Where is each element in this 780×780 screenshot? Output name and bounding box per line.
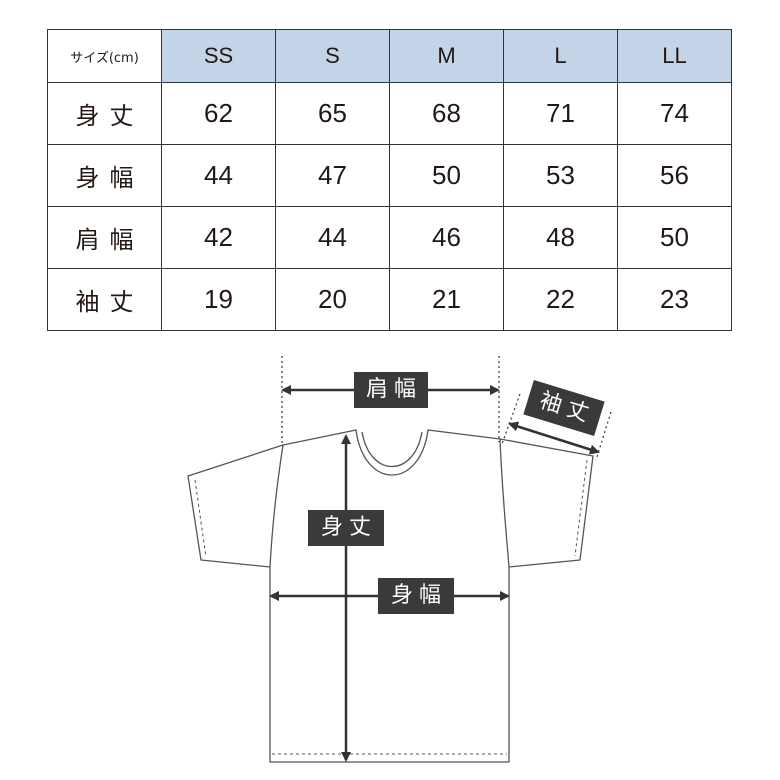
- left-cuff-stitch: [194, 479, 207, 558]
- table-cell: 53: [503, 144, 618, 207]
- table-row: 袖丈 19 20 21 22 23: [47, 268, 732, 331]
- body-width-label: 身幅: [378, 578, 454, 614]
- left-armhole-seam: [269, 444, 284, 568]
- table-cell: 65: [275, 82, 390, 145]
- row-label-shoulder-width: 肩幅: [47, 206, 162, 269]
- row-label-body-length: 身丈: [47, 82, 162, 145]
- size-table: サイズ(cm) SS S M L LL 身丈 62 65 68 71 74 身幅…: [47, 29, 732, 331]
- shoulder-width-label: 肩幅: [354, 372, 428, 408]
- collar-rib: [361, 431, 423, 468]
- table-cell: 48: [503, 206, 618, 269]
- sleeve-length-arrow: [508, 421, 600, 455]
- table-row: 身幅 44 47 50 53 56: [47, 144, 732, 207]
- table-cell: 71: [503, 82, 618, 145]
- table-cell: 68: [389, 82, 504, 145]
- table-cell: 19: [161, 268, 276, 331]
- corner-label: サイズ(cm): [47, 29, 162, 83]
- table-cell: 44: [275, 206, 390, 269]
- table-cell: 46: [389, 206, 504, 269]
- right-armhole-seam: [499, 438, 510, 568]
- table-cell: 56: [617, 144, 732, 207]
- size-header-l: L: [503, 29, 618, 83]
- table-cell: 21: [389, 268, 504, 331]
- size-header-ll: LL: [617, 29, 732, 83]
- right-cuff-stitch: [574, 459, 588, 557]
- row-label-sleeve-length: 袖丈: [47, 268, 162, 331]
- body-length-label: 身丈: [308, 510, 384, 546]
- table-cell: 20: [275, 268, 390, 331]
- table-header-row: サイズ(cm) SS S M L LL: [47, 29, 732, 83]
- size-header-m: M: [389, 29, 504, 83]
- table-row: 身丈 62 65 68 71 74: [47, 82, 732, 145]
- table-cell: 74: [617, 82, 732, 145]
- row-label-body-width: 身幅: [47, 144, 162, 207]
- table-cell: 23: [617, 268, 732, 331]
- table-row: 肩幅 42 44 46 48 50: [47, 206, 732, 269]
- table-cell: 22: [503, 268, 618, 331]
- sleeve-guide-top: [501, 393, 521, 445]
- table-cell: 47: [275, 144, 390, 207]
